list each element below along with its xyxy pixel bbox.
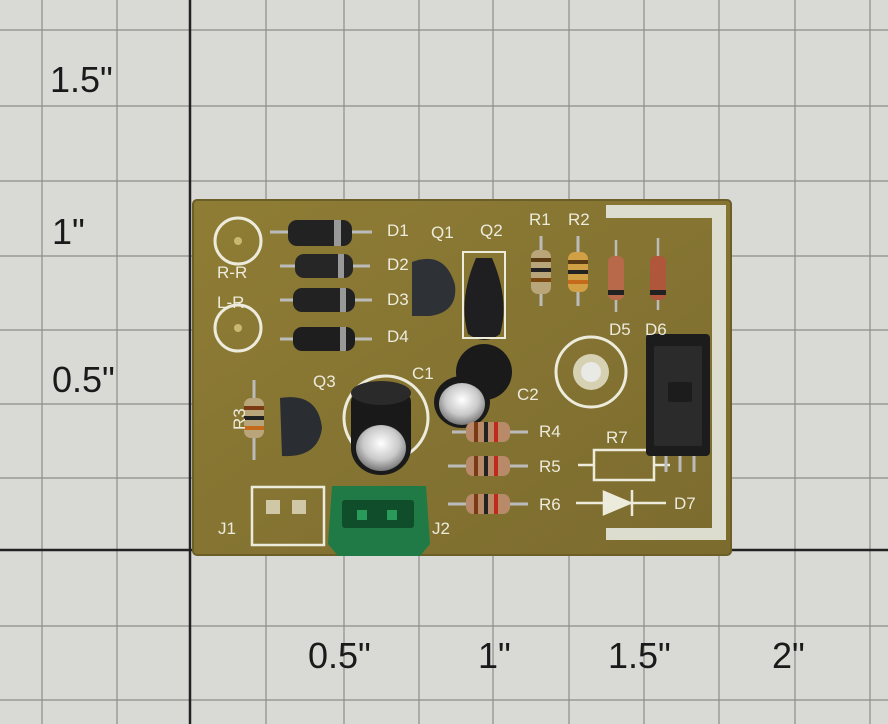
label-d3: D3 — [387, 290, 409, 309]
x-label-2: 2" — [772, 635, 805, 676]
diode-d4 — [280, 327, 372, 351]
capacitor-c1 — [351, 381, 411, 475]
pcb-board: R-R L-R D1 D2 D3 D4 Q1 Q2 Q3 R1 R2 R3 R4… — [192, 199, 732, 556]
label-q1: Q1 — [431, 223, 454, 242]
d7-footprint — [576, 490, 666, 516]
label-r6: R6 — [539, 495, 561, 514]
connector-j1 — [250, 485, 326, 547]
y-label-1: 1" — [52, 211, 85, 252]
label-q3: Q3 — [313, 372, 336, 391]
pad-ring-lr — [213, 303, 263, 353]
resistor-r5 — [448, 456, 528, 476]
pad-ring-rr — [213, 216, 263, 266]
mounting-hole-center — [581, 362, 601, 382]
diode-d2 — [280, 254, 370, 278]
resistor-r4 — [452, 422, 528, 442]
diode-d3 — [280, 288, 372, 312]
label-lr: L-R — [217, 293, 244, 312]
pad-lr — [234, 324, 242, 332]
label-q2: Q2 — [480, 221, 503, 240]
x-label-0-5: 0.5" — [308, 635, 371, 676]
label-r5: R5 — [539, 457, 561, 476]
diode-d1 — [270, 220, 372, 246]
x-label-1: 1" — [478, 635, 511, 676]
diode-d6 — [650, 238, 666, 310]
label-c1: C1 — [412, 364, 434, 383]
label-r7: R7 — [606, 428, 628, 447]
label-d1: D1 — [387, 221, 409, 240]
q2-outline — [462, 251, 506, 339]
board-edge-outline — [606, 205, 726, 540]
label-d4: D4 — [387, 327, 409, 346]
transistor-q2 — [464, 258, 504, 340]
label-j1: J1 — [218, 519, 236, 538]
label-j2: J2 — [432, 519, 450, 538]
transistor-q3 — [280, 397, 322, 457]
resistor-r1 — [531, 236, 551, 306]
y-label-1-5: 1.5" — [50, 59, 113, 100]
mounting-hole-ring — [554, 335, 628, 409]
capacitor-c2 — [434, 376, 490, 428]
transistor-q1 — [412, 258, 456, 316]
connector-j2 — [328, 486, 430, 556]
label-d5: D5 — [609, 320, 631, 339]
resistor-r3 — [244, 380, 264, 460]
pad-rr — [234, 237, 242, 245]
label-r1: R1 — [529, 210, 551, 229]
diode-d5 — [608, 240, 624, 312]
label-r3: R3 — [230, 408, 249, 430]
label-d7: D7 — [674, 494, 696, 513]
y-label-0-5: 0.5" — [52, 359, 115, 400]
label-c2: C2 — [517, 385, 539, 404]
label-d6: D6 — [645, 320, 667, 339]
label-rr: R-R — [217, 263, 247, 282]
label-d2: D2 — [387, 255, 409, 274]
label-r4: R4 — [539, 422, 561, 441]
resistor-r2 — [568, 236, 588, 306]
label-r2: R2 — [568, 210, 590, 229]
x-label-1-5: 1.5" — [608, 635, 671, 676]
resistor-r6 — [448, 494, 528, 514]
regulator — [646, 334, 710, 472]
